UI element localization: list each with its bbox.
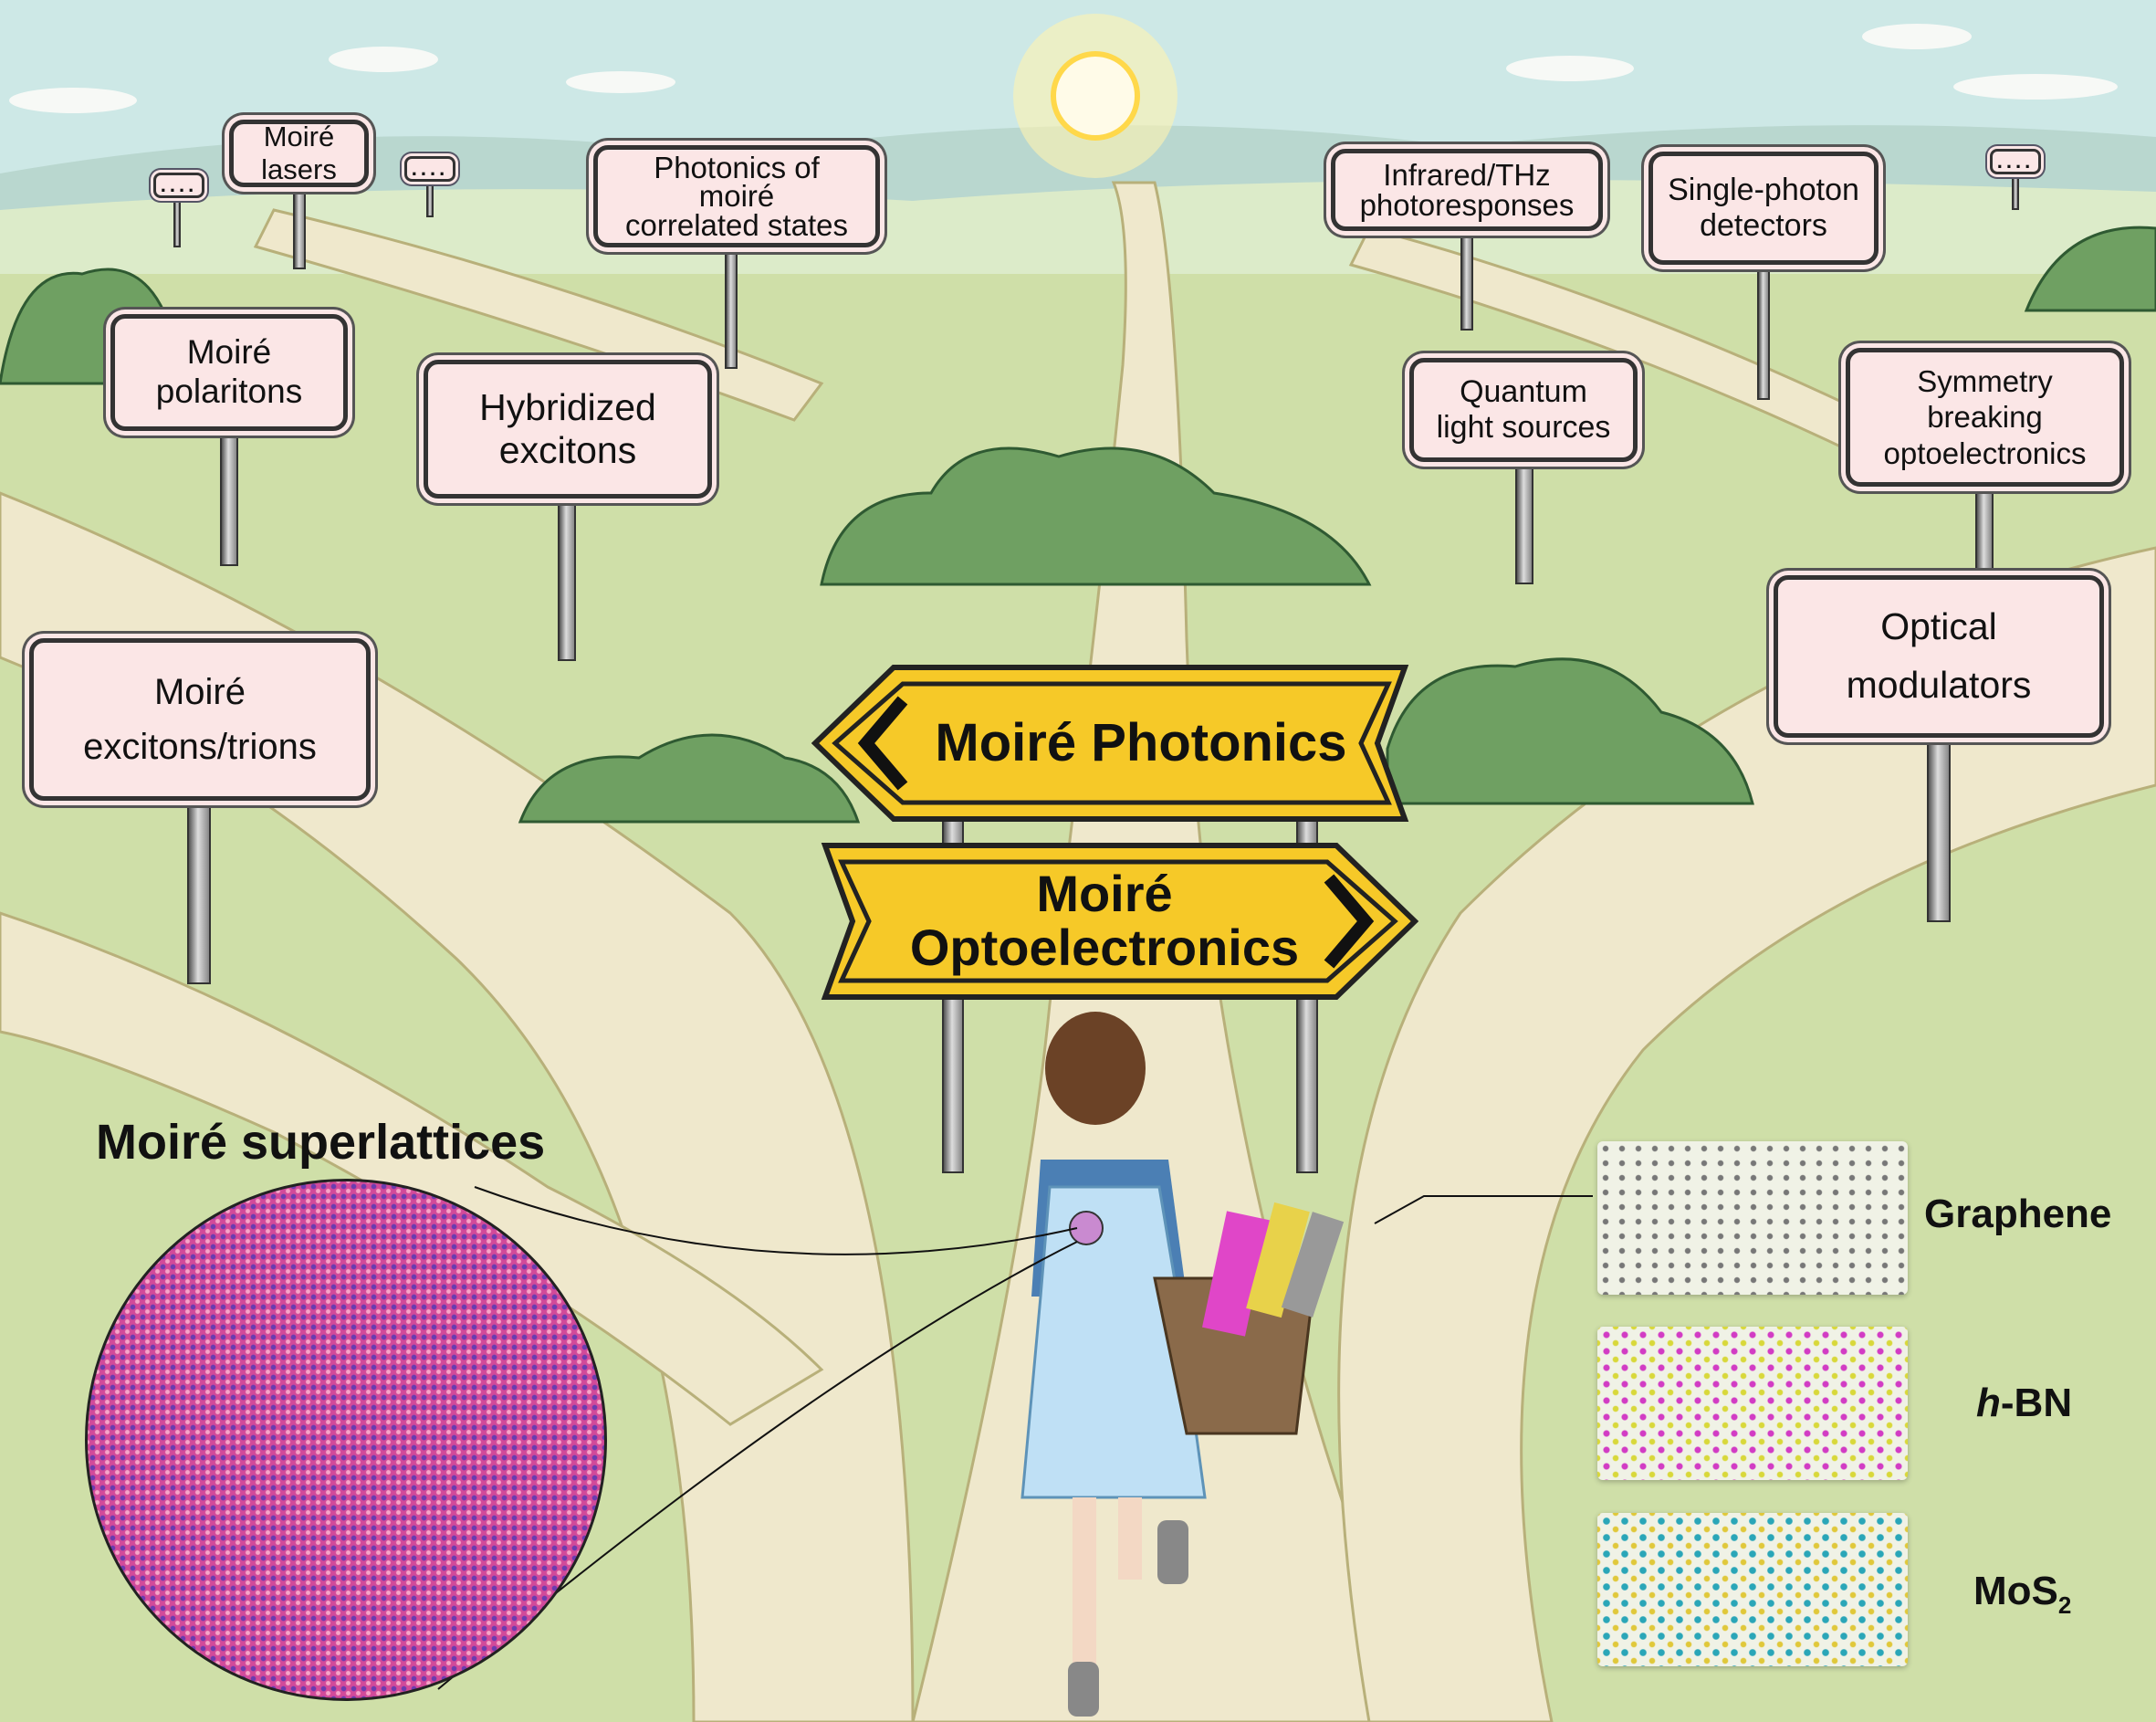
girl-with-basket	[1020, 1012, 1345, 1717]
bushes	[0, 226, 2156, 824]
mos2-label-sub: 2	[2057, 1591, 2072, 1619]
arrow-sign-right-shape	[821, 843, 1418, 1000]
sign-photonics-correlated-states: Photonics of moiré correlated states	[593, 145, 880, 247]
sign-post	[220, 433, 238, 566]
sign-optical-modulators: Optical modulators	[1774, 575, 2104, 738]
sign-moire-lasers: Moiré lasers	[229, 120, 369, 187]
arrow-sign-moire-optoelectronics: Moiré Optoelectronics	[909, 865, 1300, 976]
sign-quantum-light-sources: Quantum light sources	[1409, 358, 1638, 462]
sign-post	[2012, 173, 2019, 210]
sun	[1013, 14, 1177, 178]
sign-post	[426, 181, 434, 217]
sign-post	[187, 803, 211, 984]
sign-single-photon-detectors: Single-photon detectors	[1648, 152, 1879, 265]
sign-excitons-trions: Moiré excitons/trions	[29, 638, 371, 801]
sign-placeholder: ....	[153, 173, 204, 198]
hbn-lattice-image	[1597, 1327, 1908, 1480]
moire-superlattice-image	[85, 1179, 607, 1701]
hbn-label-rest: -BN	[2000, 1381, 2073, 1425]
sign-symmetry-breaking: Symmetry breaking optoelectronics	[1846, 348, 2124, 487]
arrow-sign-left-shape	[811, 665, 1409, 822]
arrow-sign-moire-photonics: Moiré Photonics	[935, 712, 1347, 772]
sign-post	[1460, 230, 1473, 331]
sign-post	[1975, 488, 1994, 571]
sign-post	[293, 187, 306, 269]
graphene-label: Graphene	[1924, 1192, 2112, 1236]
mos2-label-base: MoS	[1973, 1569, 2058, 1613]
sign-post	[558, 500, 576, 661]
hbn-label: h-BN	[1976, 1381, 2072, 1426]
hbn-label-italic: h	[1976, 1381, 2001, 1425]
sign-post	[173, 197, 181, 247]
sign-moire-polaritons: Moiré polaritons	[110, 314, 348, 431]
sign-hybridized-excitons: Hybridized excitons	[424, 360, 712, 499]
sign-post	[1515, 464, 1533, 584]
mos2-lattice-image	[1597, 1513, 1908, 1666]
sign-placeholder: ....	[404, 156, 455, 182]
sign-post	[1927, 740, 1951, 922]
clouds	[9, 24, 2118, 113]
graphene-lattice-image	[1597, 1141, 1908, 1295]
mos2-label: MoS2	[1973, 1569, 2071, 1620]
superlattices-title: Moiré superlattices	[96, 1115, 546, 1170]
sign-infrared-thz: Infrared/THz photoresponses	[1331, 149, 1603, 231]
sign-placeholder: ....	[1990, 149, 2041, 174]
sign-post	[725, 248, 738, 369]
sign-post	[1757, 265, 1770, 400]
